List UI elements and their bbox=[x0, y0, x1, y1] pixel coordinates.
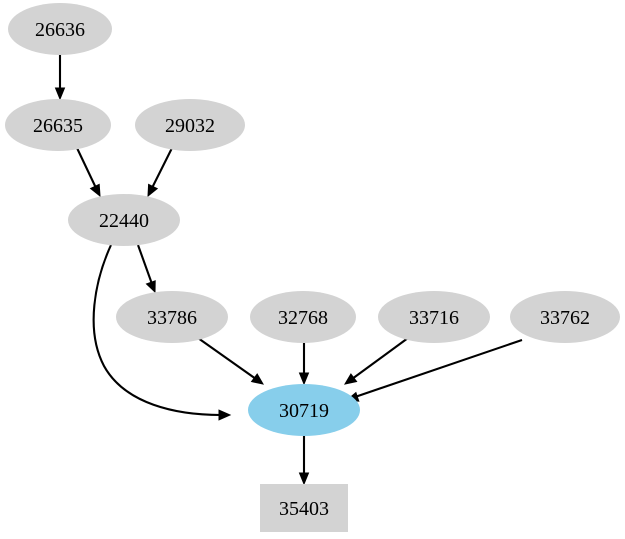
edge-26636-to-26635 bbox=[54, 55, 66, 101]
node-33786[interactable]: 33786 bbox=[116, 291, 228, 343]
edge-22440-to-30719 bbox=[92, 244, 232, 421]
node-33716[interactable]: 33716 bbox=[378, 291, 490, 343]
node-29032[interactable]: 29032 bbox=[135, 99, 245, 151]
edge-33786-to-30719 bbox=[197, 337, 264, 385]
edge-22440-to-33786 bbox=[137, 244, 156, 294]
edge-29032-to-22440 bbox=[147, 147, 173, 198]
node-26636[interactable]: 26636 bbox=[8, 3, 112, 55]
node-22440[interactable]: 22440 bbox=[68, 194, 180, 246]
edge-26635-to-22440 bbox=[76, 147, 101, 198]
node-26635[interactable]: 26635 bbox=[5, 99, 111, 151]
edge-33716-to-30719 bbox=[343, 337, 409, 385]
node-32768[interactable]: 32768 bbox=[250, 291, 356, 343]
node-layer: 26636 26635 29032 22440 33786 32768 bbox=[5, 3, 620, 532]
node-30719[interactable]: 30719 bbox=[248, 384, 360, 436]
node-33762[interactable]: 33762 bbox=[510, 291, 620, 343]
edge-30719-to-35403 bbox=[298, 436, 310, 486]
edge-layer bbox=[54, 55, 523, 486]
node-35403[interactable]: 35403 bbox=[260, 484, 348, 532]
edge-33762-to-30719 bbox=[345, 339, 523, 402]
edge-32768-to-30719 bbox=[298, 343, 310, 386]
